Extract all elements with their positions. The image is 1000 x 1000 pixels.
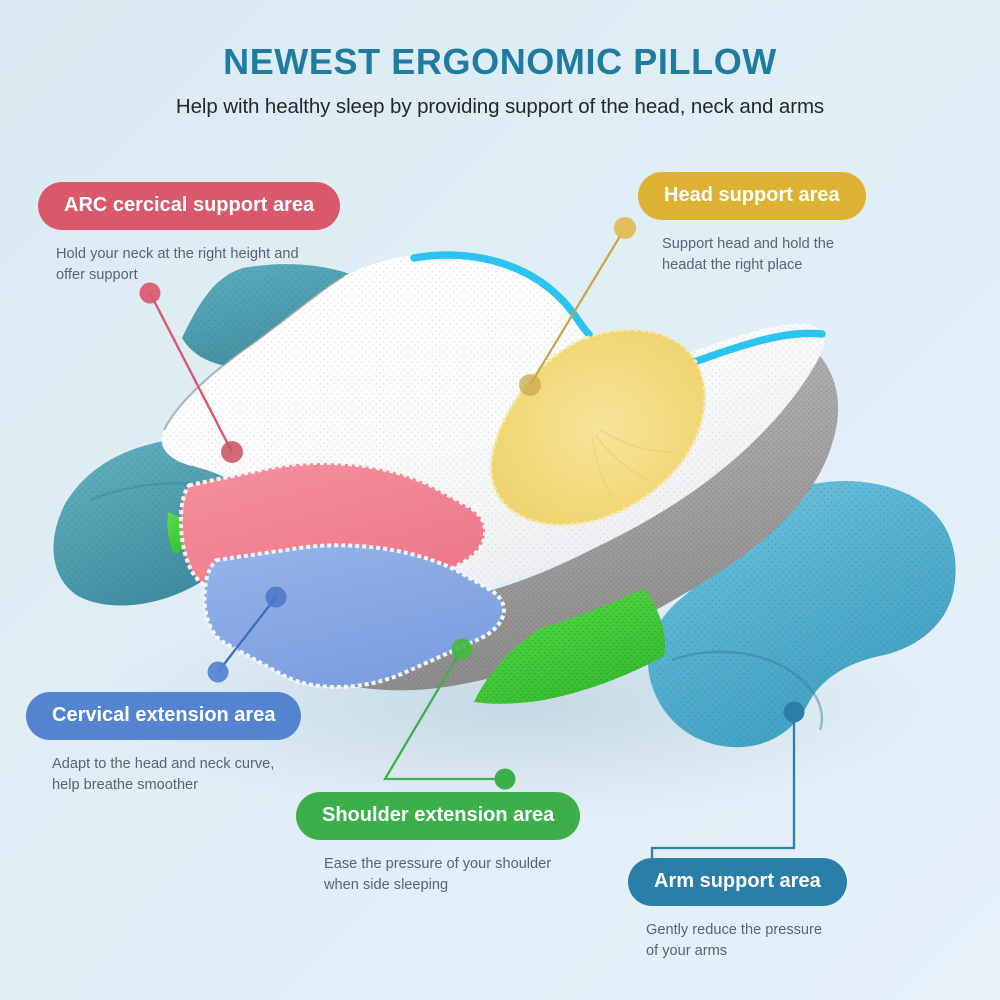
head-support-zone (489, 328, 707, 527)
callout-label-arc-cervical-support[interactable]: ARC cercical support area (38, 182, 341, 230)
connector-arc-cervical (139, 282, 243, 463)
connector-head-support (519, 217, 636, 396)
callout-head-support: Head support area Support head and hold … (638, 172, 866, 276)
callout-label-shoulder-extension[interactable]: Shoulder extension area (296, 792, 581, 840)
connector-cervical-extension (207, 586, 287, 683)
page-title: NEWEST ERGONOMIC PILLOW (223, 41, 777, 82)
callout-label-cervical-extension[interactable]: Cervical extension area (26, 692, 302, 740)
connector-shoulder-extension (382, 638, 516, 790)
callout-arm-support: Arm support area Gently reduce the press… (628, 858, 847, 962)
page-subtitle: Help with healthy sleep by providing sup… (175, 94, 825, 118)
callout-description-shoulder-extension: Ease the pressure of your shoulder when … (324, 856, 552, 894)
callout-description-arc-cervical-support: Hold your neck at the right height and o… (56, 246, 299, 284)
cervical-extension-zone (202, 543, 506, 689)
header: NEWEST ERGONOMIC PILLOW Help with health… (0, 0, 1000, 119)
callout-cervical-extension: Cervical extension area Adapt to the hea… (26, 692, 302, 796)
callout-label-arm-support[interactable]: Arm support area (628, 858, 847, 906)
callout-description-head-support: Support head and hold the headat the rig… (662, 236, 835, 274)
callout-arc-cervical-support: ARC cercical support area Hold your neck… (38, 182, 341, 286)
callout-description-arm-support: Gently reduce the pressure of your arms (646, 922, 823, 960)
callout-shoulder-extension: Shoulder extension area Ease the pressur… (296, 792, 581, 896)
callout-description-cervical-extension: Adapt to the head and neck curve, help b… (52, 756, 275, 794)
callout-label-head-support[interactable]: Head support area (638, 172, 866, 220)
